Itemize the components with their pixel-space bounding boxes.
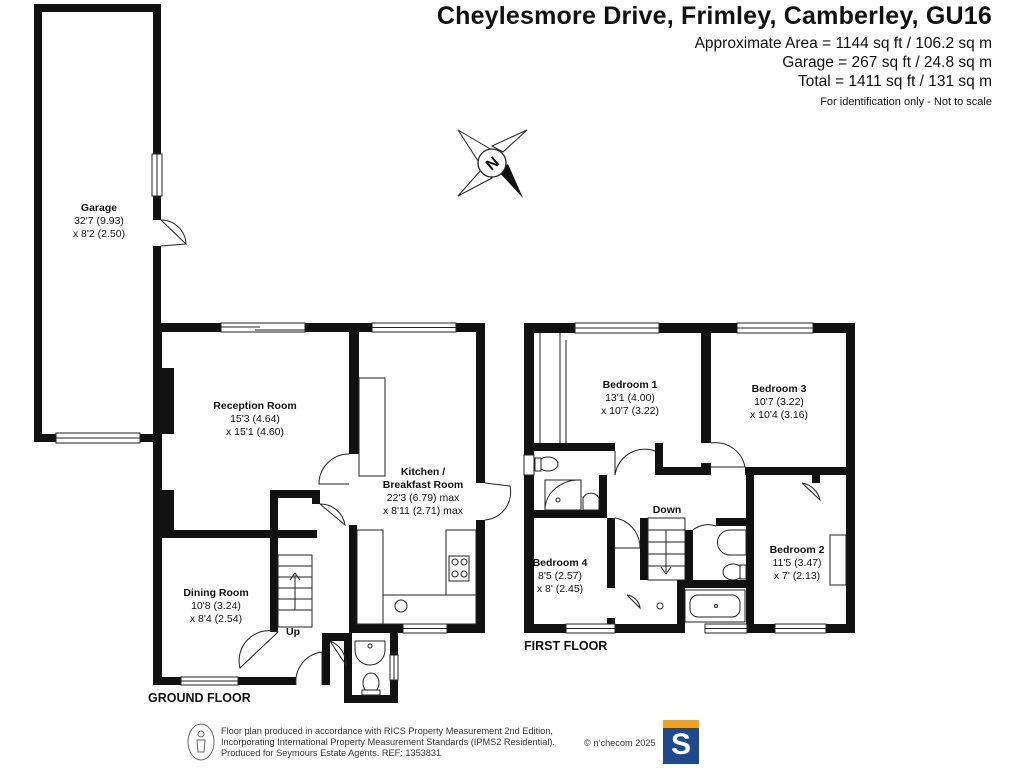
bedroom4-name: Bedroom 4 <box>533 557 588 569</box>
stairs-down-label: Down <box>653 504 682 516</box>
bedroom3-dim1: 10'7 (3.22) <box>754 396 804 408</box>
footer-line2: Incorporating International Property Mea… <box>221 737 555 747</box>
dining-dim2: x 8'4 (2.54) <box>190 613 242 625</box>
dining-dim1: 10'8 (3.24) <box>191 600 241 612</box>
first-floor-walls <box>523 322 855 634</box>
garage-dim1: 32'7 (9.93) <box>74 215 124 227</box>
footer-notes: Floor plan produced in accordance with R… <box>193 726 656 759</box>
garage-name: Garage <box>81 202 117 214</box>
ground-floor-label: GROUND FLOOR <box>148 691 251 705</box>
footer-line1: Floor plan produced in accordance with R… <box>221 726 553 736</box>
approx-area: Approximate Area = 1144 sq ft / 106.2 sq… <box>694 35 992 52</box>
kitchen-dim1: 22'3 (6.79) max <box>387 492 460 504</box>
area-summary: Approximate Area = 1144 sq ft / 106.2 sq… <box>695 34 992 91</box>
kitchen-dim2: x 8'11 (2.71) max <box>383 505 464 517</box>
stairs-up-label: Up <box>286 626 300 638</box>
reception-dim2: x 15'1 (4.60) <box>226 426 284 438</box>
bedroom2-dim1: 11'5 (3.47) <box>772 557 821 569</box>
garage-dim2: x 8'2 (2.50) <box>73 228 125 240</box>
kitchen-name-line2: Breakfast Room <box>383 479 464 491</box>
bedroom1-dim1: 13'1 (4.00) <box>605 392 655 404</box>
bedroom1-dim2: x 10'7 (3.22) <box>601 405 659 417</box>
agent-logo: S <box>663 720 699 764</box>
person-icon <box>187 723 215 761</box>
bedroom2-name: Bedroom 2 <box>770 544 825 556</box>
room-label-bedroom4: Bedroom 4 8'5 (2.57) x 8' (2.45) <box>533 557 588 595</box>
compass-icon: N <box>457 129 528 198</box>
ground-floor-walls <box>153 322 512 703</box>
bedroom1-name: Bedroom 1 <box>603 379 658 391</box>
bedroom4-dim1: 8'5 (2.57) <box>538 570 582 582</box>
total-area: Total = 1411 sq ft / 131 sq m <box>797 73 992 90</box>
bedroom3-dim2: x 10'4 (3.16) <box>750 409 808 421</box>
bedroom2-dim2: x 7' (2.13) <box>774 570 820 582</box>
logo-accent-strip <box>663 720 699 728</box>
room-label-bedroom3: Bedroom 3 10'7 (3.22) x 10'4 (3.16) <box>750 383 808 421</box>
bedroom4-dim2: x 8' (2.45) <box>537 583 583 595</box>
room-label-dining: Dining Room 10'8 (3.24) x 8'4 (2.54) <box>183 587 248 625</box>
property-title: Cheylesmore Drive, Frimley, Camberley, G… <box>436 2 992 30</box>
room-label-bedroom2: Bedroom 2 11'5 (3.47) x 7' (2.13) <box>770 544 825 582</box>
footer-line3: Produced for Seymours Estate Agents. REF… <box>221 748 442 758</box>
reception-dim1: 15'3 (4.64) <box>230 413 280 425</box>
room-label-bedroom1: Bedroom 1 13'1 (4.00) x 10'7 (3.22) <box>601 379 659 417</box>
reception-name: Reception Room <box>213 400 296 412</box>
first-floor-label: FIRST FLOOR <box>524 639 607 653</box>
dining-name: Dining Room <box>183 587 248 599</box>
room-label-kitchen: Kitchen / Breakfast Room 22'3 (6.79) max… <box>383 466 464 517</box>
room-label-garage: Garage 32'7 (9.93) x 8'2 (2.50) <box>73 202 125 240</box>
scale-disclaimer: For identification only - Not to scale <box>820 96 992 108</box>
kitchen-name-line1: Kitchen / <box>401 466 445 478</box>
footer-copyright: © n‘checom 2025 <box>584 738 656 748</box>
room-label-reception: Reception Room 15'3 (4.64) x 15'1 (4.60) <box>213 400 296 438</box>
garage-area: Garage = 267 sq ft / 24.8 sq m <box>782 54 992 71</box>
logo-letter: S <box>670 728 691 761</box>
bedroom3-name: Bedroom 3 <box>752 383 807 395</box>
